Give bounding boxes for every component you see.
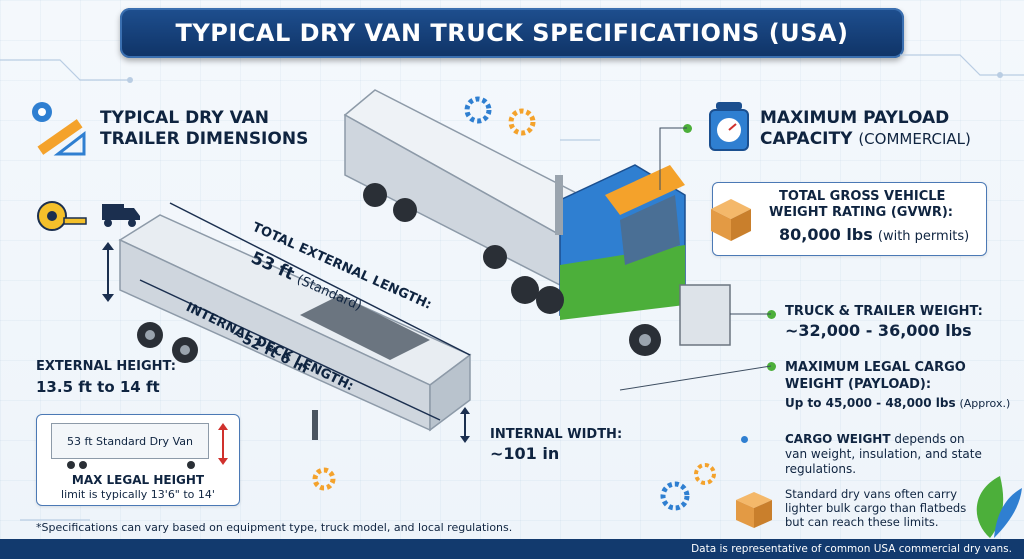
gears-icon [464,96,536,136]
max-cargo-line2: WEIGHT (PAYLOAD): [785,377,932,392]
standard-van-label: 53 ft Standard Dry Van [51,423,209,459]
width-arrow-icon [460,407,470,443]
cardboard-box-icon [711,199,751,241]
truck-trailer-weight-value: ~32,000 - 36,000 lbs [785,321,972,340]
internal-width-value: ~101 in [490,444,560,463]
scale-icon [709,102,749,151]
max-legal-height-box: 53 ft Standard Dry Van MAX LEGAL HEIGHT … [36,414,240,506]
semi-truck-illustration [343,89,731,356]
blue-orange-gears-icon [660,463,716,511]
footer-text: Data is representative of common USA com… [691,543,1012,555]
gvwr-line2: WEIGHT RATING (GVWR): [769,205,954,220]
title-banner: TYPICAL DRY VAN TRUCK SPECIFICATIONS (US… [120,8,904,58]
max-legal-height-note: limit is typically 13'6" to 14' [61,488,215,501]
ruler-gear-icon [32,102,86,156]
connector-dot [767,310,776,319]
max-legal-height-label: MAX LEGAL HEIGHT [71,473,205,487]
van-wheels-icon [67,461,195,469]
connector-dot [683,124,692,133]
max-cargo-line1: MAXIMUM LEGAL CARGO [785,360,966,375]
payload-heading: MAXIMUM PAYLOAD CAPACITY (COMMERCIAL) [760,108,971,149]
orange-gear-icon [312,467,336,491]
footnote: *Specifications can vary based on equipm… [36,521,513,534]
page-title: TYPICAL DRY VAN TRUCK SPECIFICATIONS (US… [175,19,849,47]
gvwr-value-line: 80,000 lbs (with permits) [779,225,970,244]
height-arrow-icon [102,242,114,302]
height-indicator-icon [218,423,228,465]
external-height-value: 13.5 ft to 14 ft [36,378,160,396]
dry-van-trailer-illustration [118,202,472,440]
tape-measure-icon [37,201,140,231]
external-height-label: EXTERNAL HEIGHT: [36,359,176,374]
max-cargo-value-line: Up to 45,000 - 48,000 lbs (Approx.) [785,396,1011,410]
truck-trailer-weight-label: TRUCK & TRAILER WEIGHT: [785,304,983,319]
footer-bar: Data is representative of common USA com… [0,539,1024,559]
dimensions-heading: TYPICAL DRY VAN TRAILER DIMENSIONS [100,108,309,149]
gvwr-line1: TOTAL GROSS VEHICLE [779,189,946,204]
gvwr-box: TOTAL GROSS VEHICLE WEIGHT RATING (GVWR)… [711,182,987,256]
internal-width-label: INTERNAL WIDTH: [490,427,623,442]
leaves-decoration-icon [976,476,1022,538]
connector-dot [741,436,748,443]
standard-dry-van-note: Standard dry vans often carry lighter bu… [785,487,967,529]
cargo-weight-note: CARGO WEIGHT depends on van weight, insu… [785,432,982,476]
connector-dot [767,362,776,371]
small-box-icon [736,492,772,528]
